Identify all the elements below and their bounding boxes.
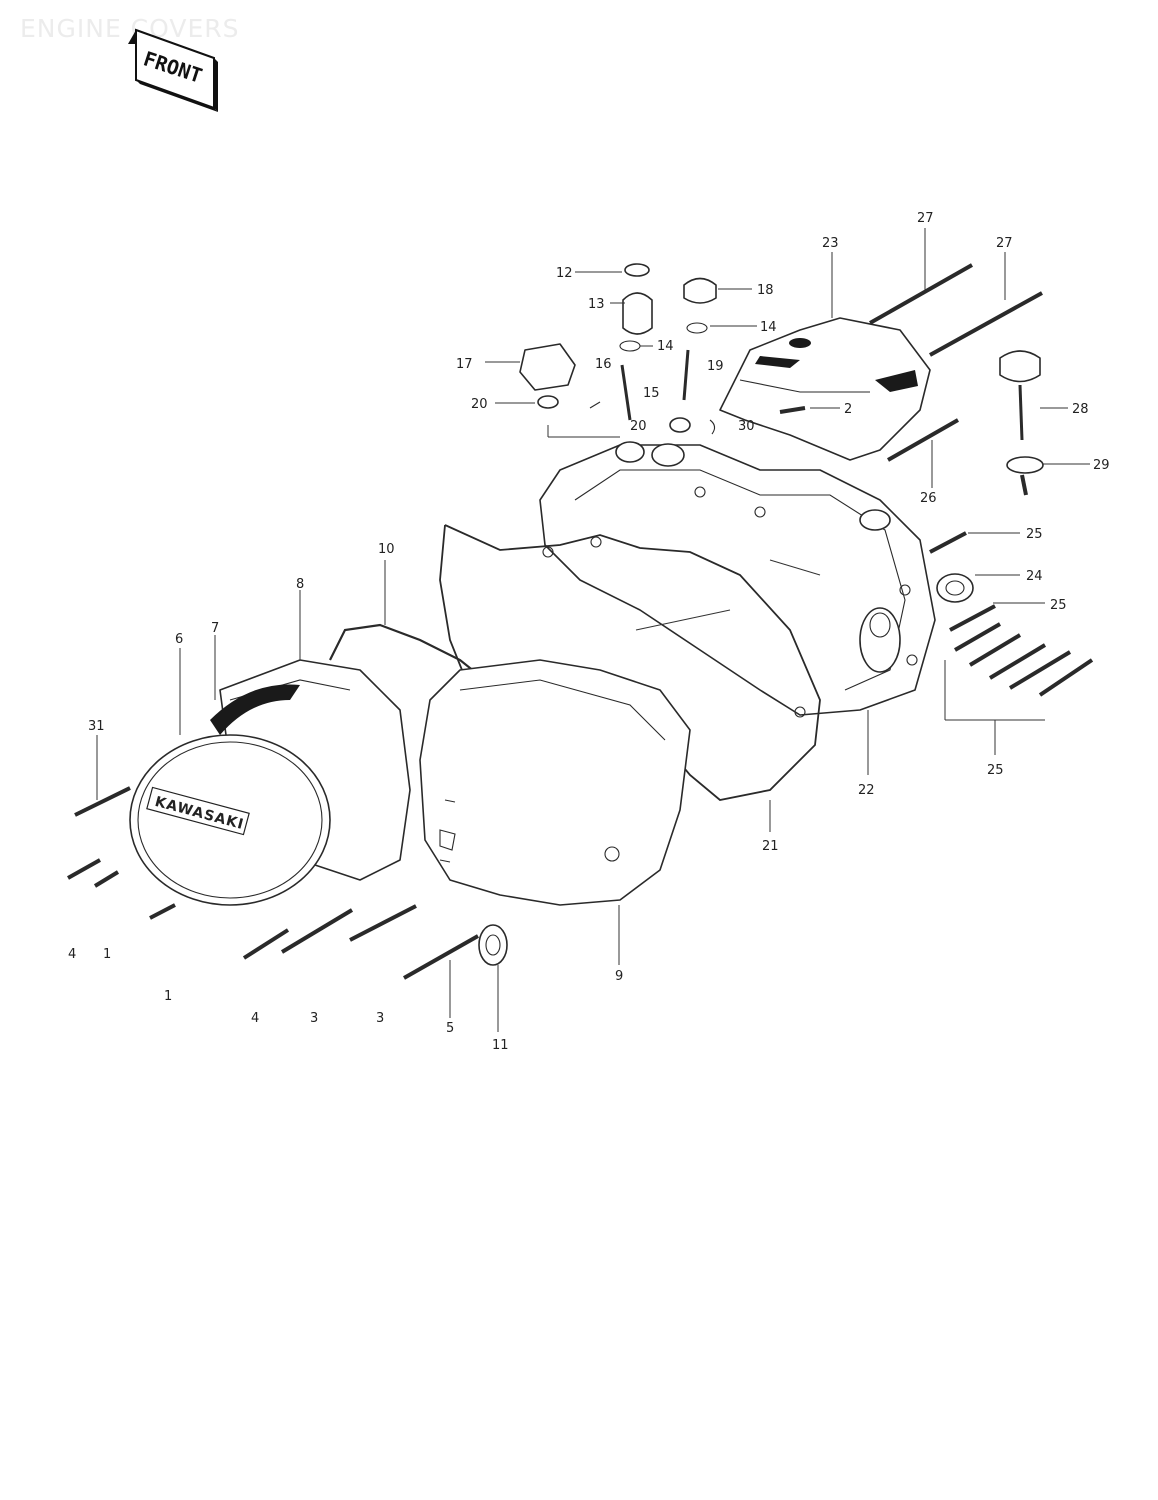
crankcase-cover-22 (539, 444, 936, 718)
callout-25: 25 (1026, 527, 1043, 542)
callout-22: 22 (858, 783, 875, 798)
callout-11: 11 (492, 1038, 509, 1053)
callout-7: 7 (211, 621, 219, 636)
front-direction-badge: FRONT (128, 28, 218, 112)
page-title: ENGINE COVERS (20, 14, 240, 43)
magneto-cover-assembly: KAWASAKI (129, 659, 411, 906)
callout-27b: 27 (996, 236, 1013, 251)
bolts (67, 263, 1094, 980)
callout-15: 15 (643, 386, 660, 401)
oil-pump-fittings (519, 263, 717, 467)
callout-4b: 4 (251, 1011, 259, 1026)
callout-9: 9 (615, 969, 623, 984)
oil-filler-plug-28 (999, 350, 1044, 496)
callout-30: 30 (738, 419, 755, 434)
callout-13: 13 (588, 297, 605, 312)
callout-3: 3 (310, 1011, 318, 1026)
callout-29: 29 (1093, 458, 1110, 473)
callout-31: 31 (88, 719, 105, 734)
gasket-21 (439, 524, 821, 801)
callout-1b: 1 (164, 989, 172, 1004)
callout-21: 21 (762, 839, 779, 854)
brand-emblem (146, 786, 250, 836)
callout-14b: 14 (657, 339, 674, 354)
callout-23: 23 (822, 236, 839, 251)
callout-17: 17 (456, 357, 473, 372)
callout-25b: 25 (1050, 598, 1067, 613)
callout-28: 28 (1072, 402, 1089, 417)
callout-27: 27 (917, 211, 934, 226)
callout-16: 16 (595, 357, 612, 372)
callout-1: 1 (103, 947, 111, 962)
callout-18: 18 (757, 283, 774, 298)
callout-5: 5 (446, 1021, 454, 1036)
callout-20b: 20 (630, 419, 647, 434)
callout-3b: 3 (376, 1011, 384, 1026)
callout-26: 26 (920, 491, 937, 506)
leader-lines (96, 228, 1090, 1032)
callout-4: 4 (68, 947, 76, 962)
callout-2: 2 (844, 402, 852, 417)
callout-20: 20 (471, 397, 488, 412)
seal-11 (478, 924, 508, 966)
clutch-cover-9 (419, 659, 691, 906)
callout-24: 24 (1026, 569, 1043, 584)
callout-14: 14 (760, 320, 777, 335)
callout-6: 6 (175, 632, 183, 647)
callout-19: 19 (707, 359, 724, 374)
callout-25c: 25 (987, 763, 1004, 778)
oil-pump-cover-23 (719, 317, 931, 461)
callout-labels: 12 13 18 14 14 17 16 19 15 20 20 30 2 23… (68, 211, 1110, 1053)
cap-24 (936, 573, 974, 603)
callout-8: 8 (296, 577, 304, 592)
callout-12: 12 (556, 266, 573, 281)
callout-10: 10 (378, 542, 395, 557)
